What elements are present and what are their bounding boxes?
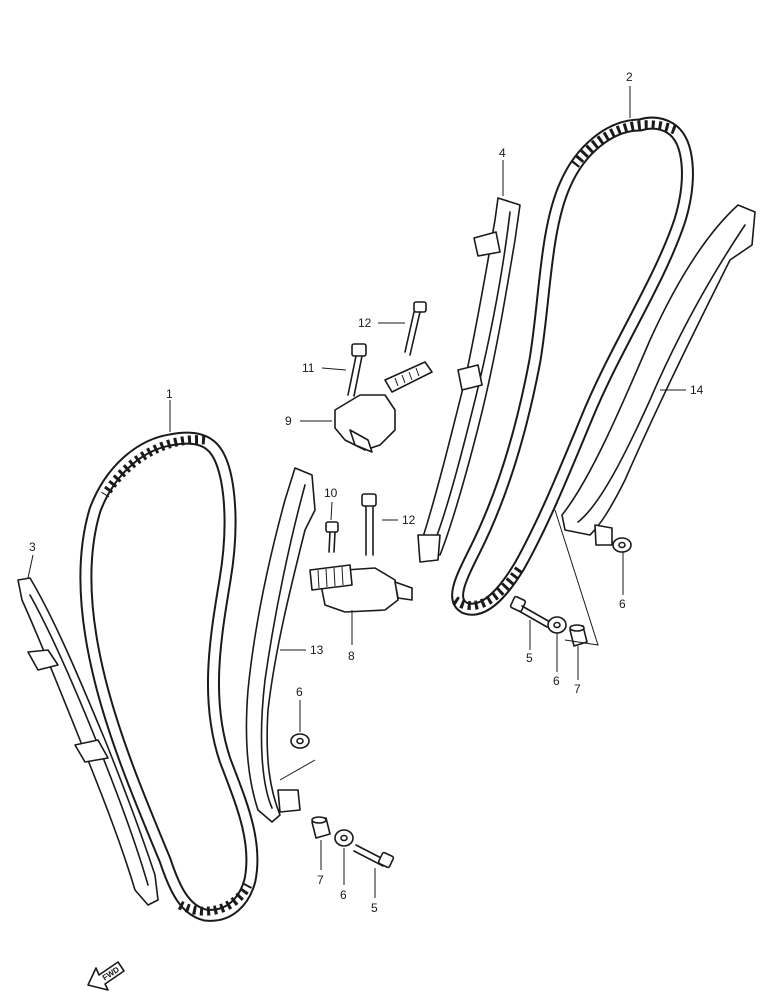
collar-7-lower [311,816,331,839]
callout-6-right-upper: 6 [619,597,626,611]
cam-chain-front [79,431,259,922]
bolt-5-right [509,595,551,628]
washer-6-lower-left [290,733,310,749]
callout-6-right-lower: 6 [553,674,560,688]
callout-12-upper: 12 [358,316,372,330]
callout-13: 13 [310,643,324,657]
callout-14: 14 [690,383,704,397]
callout-4: 4 [499,146,506,160]
callout-8: 8 [348,649,355,663]
bolt-5-lower [353,844,395,869]
bolt-12-lower [361,493,377,556]
callout-1: 1 [166,387,173,401]
bolt-12-upper [404,301,427,356]
callout-9: 9 [285,414,292,428]
cam-chain-tensioner-adjuster-lower [309,564,413,613]
bolt-10 [325,521,339,553]
assembly-guide-lines [279,509,599,781]
callout-7-right: 7 [574,682,581,696]
washer-6-right-upper [612,537,632,553]
washer-6-lower [334,829,354,847]
callout-7-lower: 7 [317,873,324,887]
bolt-11 [347,343,367,397]
cam-chain-tensioner-guide-rear [561,204,756,546]
callout-labels: 1 2 3 4 11 12 9 10 12 8 13 14 6 6 7 6 5 … [29,70,704,915]
washer-6-right-lower [547,616,567,634]
cam-chain-tensioner-guide-front [245,467,316,823]
cam-chain-tensioner-adjuster-upper [334,361,433,453]
cam-chain-guide-front [17,577,159,906]
callout-12-lower: 12 [402,513,416,527]
leader-lines [27,86,686,898]
callout-2: 2 [626,70,633,84]
callout-5-right: 5 [526,651,533,665]
callout-11: 11 [302,361,315,375]
callout-5-lower: 5 [371,901,378,915]
callout-6-lower: 6 [340,888,347,902]
front-direction-arrow: FWD [87,961,125,991]
cam-chain-guide-rear [417,197,521,563]
callout-3: 3 [29,540,36,554]
cam-chain-rear [451,116,694,616]
callout-10: 10 [324,486,338,500]
callout-6-left: 6 [296,685,303,699]
